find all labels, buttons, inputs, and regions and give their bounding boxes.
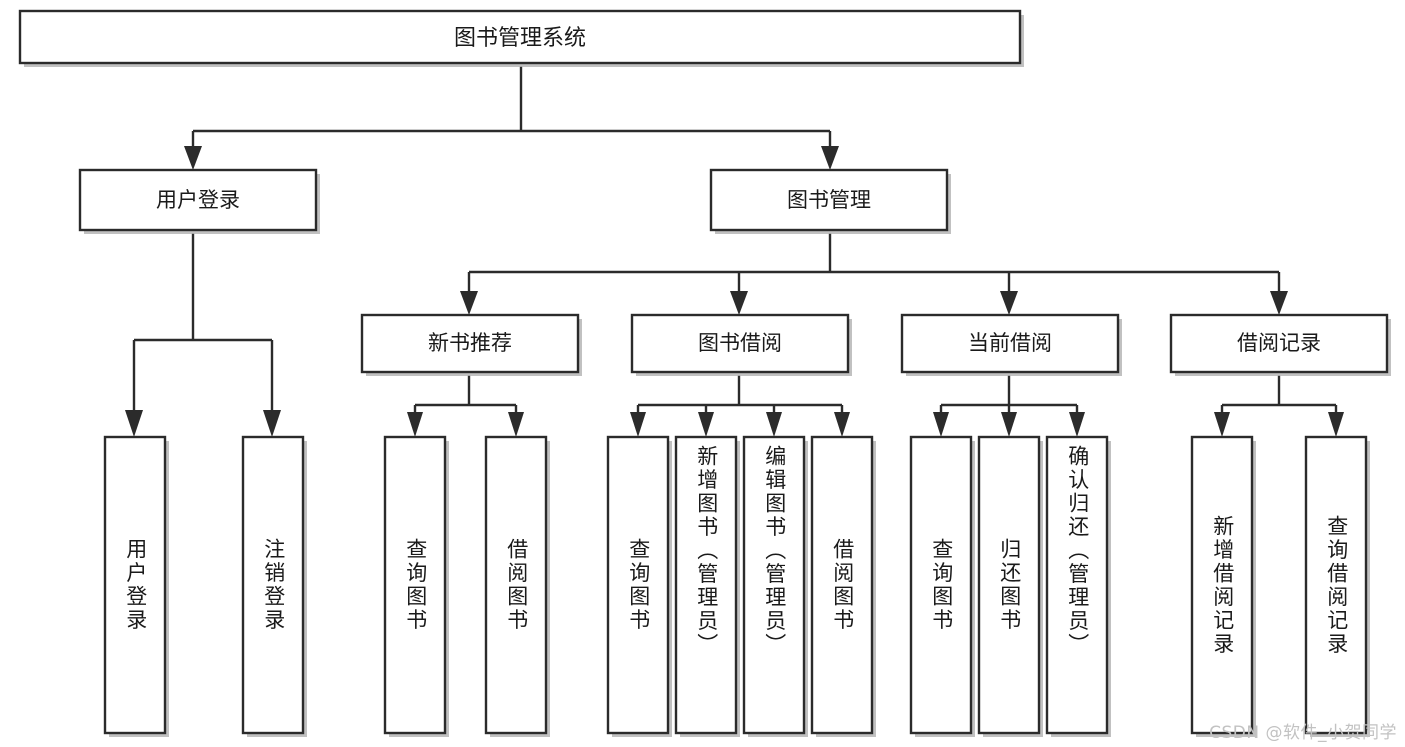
- node-leaf-confirm-return[interactable]: [1045, 435, 1111, 737]
- node-leaf-borrow-book-2[interactable]: [810, 435, 876, 737]
- connector-root-to-level2: [184, 66, 839, 170]
- connector-currentborrow-to-leaves: [933, 375, 1085, 437]
- node-leaf-logout-login[interactable]: [241, 435, 307, 737]
- connector-bookmanage-to-level3: [460, 233, 1288, 315]
- connector-newbook-to-leaves: [407, 375, 524, 437]
- node-root[interactable]: 图书管理系统: [18, 9, 1024, 67]
- node-book-manage-label: 图书管理: [787, 188, 871, 212]
- node-book-borrow[interactable]: 图书借阅: [630, 313, 852, 376]
- node-new-book-recommend[interactable]: 新书推荐: [360, 313, 582, 376]
- node-leaf-query-book-1[interactable]: [383, 435, 449, 737]
- connector-userlogin-to-leaves: [125, 233, 281, 437]
- node-user-login[interactable]: 用户登录: [78, 168, 320, 234]
- node-leaf-query-book-2[interactable]: [606, 435, 672, 737]
- node-leaf-edit-book[interactable]: [742, 435, 808, 737]
- node-current-borrow-label: 当前借阅: [968, 331, 1052, 355]
- node-book-manage[interactable]: 图书管理: [709, 168, 951, 234]
- node-leaf-add-book[interactable]: [674, 435, 740, 737]
- node-borrow-record[interactable]: 借阅记录: [1169, 313, 1391, 376]
- node-current-borrow[interactable]: 当前借阅: [900, 313, 1122, 376]
- node-borrow-record-label: 借阅记录: [1237, 331, 1321, 355]
- node-new-book-recommend-label: 新书推荐: [428, 331, 512, 355]
- node-leaf-add-record[interactable]: [1190, 435, 1256, 737]
- csdn-watermark: CSDN @软件_小贺同学: [1209, 723, 1397, 743]
- connector-borrowrecord-to-leaves: [1214, 375, 1344, 437]
- node-leaf-query-record[interactable]: [1304, 435, 1370, 737]
- node-book-borrow-label: 图书借阅: [698, 331, 782, 355]
- node-root-label: 图书管理系统: [454, 26, 586, 51]
- node-leaf-query-book-3[interactable]: [909, 435, 975, 737]
- connector-bookborrow-to-leaves: [630, 375, 850, 437]
- node-leaf-return-book[interactable]: [977, 435, 1043, 737]
- node-user-login-label: 用户登录: [156, 188, 240, 212]
- node-leaf-borrow-book-1[interactable]: [484, 435, 550, 737]
- node-leaf-user-login[interactable]: [103, 435, 169, 737]
